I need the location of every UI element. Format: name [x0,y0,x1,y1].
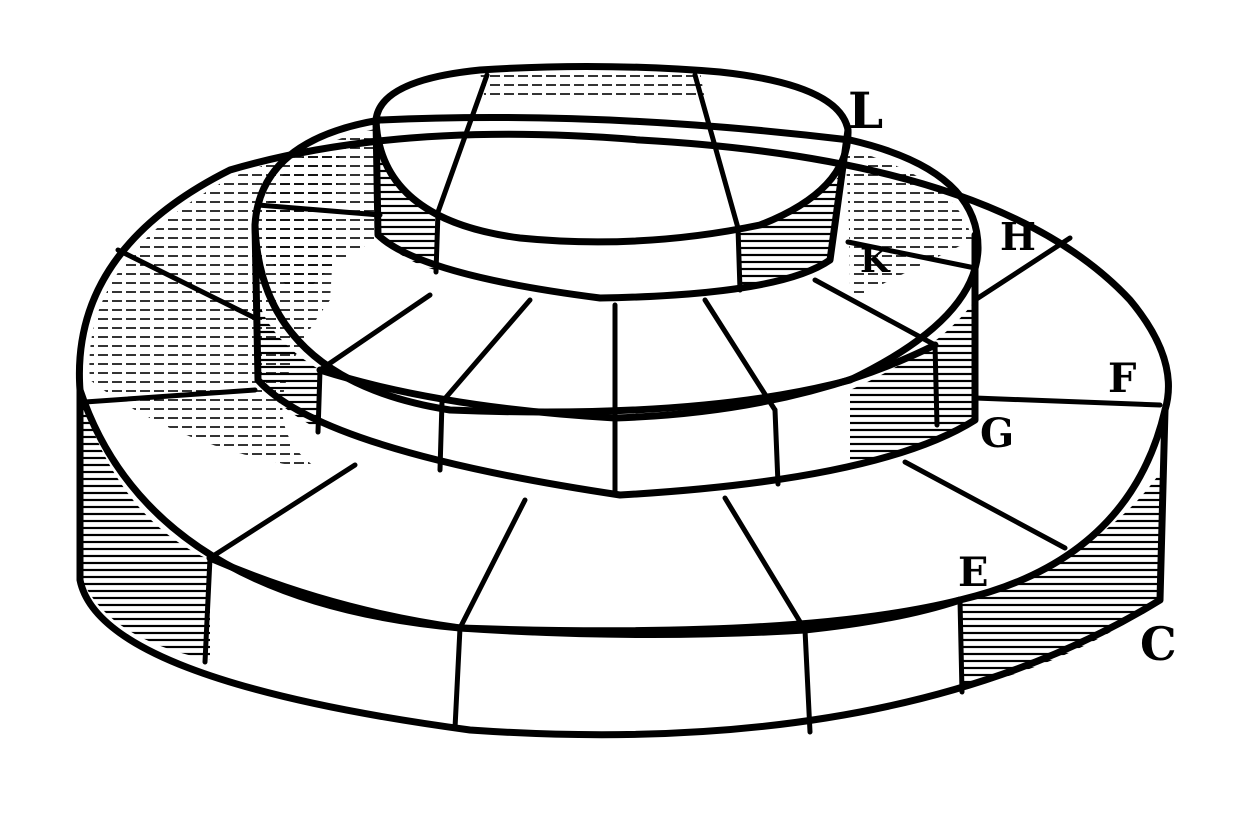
label-E: E [958,549,989,596]
label-K: K [860,241,891,281]
top-tier-right-shade [740,170,845,290]
middle-tier-right-shade [850,300,975,465]
bottom-seg-2 [452,625,463,731]
middle-seg-2 [437,399,445,473]
top-radial-2 [692,72,741,231]
top-radial-1 [435,72,490,215]
middle-tier [251,114,982,499]
label-H: H [1000,214,1036,259]
label-L: L [848,81,883,140]
middle-radial-1 [317,292,433,373]
top-tier-top-shade [480,68,705,100]
middle-seg-4 [772,407,781,487]
middle-seg-1 [315,367,323,435]
bottom-tier-left-shade [82,400,210,660]
bottom-radial-1 [207,462,358,561]
label-C: C [1140,617,1177,671]
bottom-seg-3 [802,627,813,735]
middle-tier-top-right-shade [845,148,972,300]
bottom-radial-3 [722,495,808,633]
bottom-radial-6 [972,235,1073,303]
middle-tier-left-shade [258,300,320,430]
middle-radial-2 [439,297,533,405]
bottom-radial-2 [457,497,528,631]
bottom-tier-right-shade [960,470,1162,690]
bottom-tier-front-edge [206,554,964,639]
middle-radial-5 [812,277,938,348]
middle-seg-5 [932,342,940,428]
middle-tier-top-ellipse [251,114,982,416]
labels: L H K F G E C [848,81,1177,671]
bottom-radial-4 [902,459,1068,551]
bottom-seg-1 [202,555,213,665]
middle-radial-4 [702,297,778,413]
middle-radial-6 [845,239,978,271]
top-tier-top-ellipse [372,62,852,246]
bottom-radial-5 [972,395,1163,408]
top-tier [372,62,852,302]
middle-tier-top-shade [265,128,380,300]
top-seg-1 [433,209,441,275]
middle-radial-7 [255,202,383,218]
bottom-radial-7 [82,387,258,405]
label-G: G [980,410,1014,457]
bottom-radial-8 [115,247,258,321]
bottom-seg-4 [957,597,965,695]
label-F: F [1108,355,1136,402]
top-seg-2 [735,225,743,293]
